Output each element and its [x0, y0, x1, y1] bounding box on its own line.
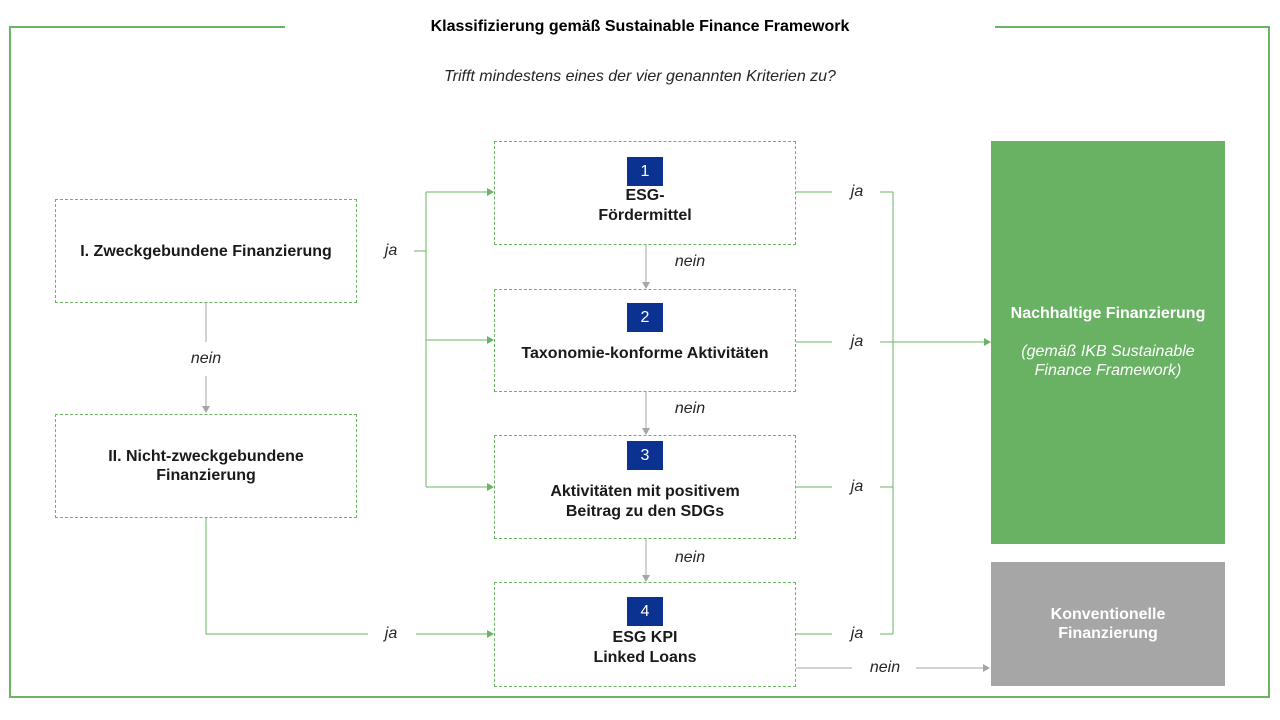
outcome-label: Konventionelle Finanzierung	[1051, 605, 1166, 643]
source-box-purpose-bound: I. Zweckgebundene Finanzierung	[55, 199, 357, 303]
edge-label-yes: ja	[850, 625, 864, 642]
arrowhead	[642, 575, 650, 582]
outcome-title: Nachhaltige Finanzierung	[1010, 305, 1206, 322]
edge-label-no: nein	[190, 350, 222, 367]
label-line: ESG-	[625, 187, 665, 204]
criterion-label: Aktivitäten mit positivem Beitrag zu den…	[495, 482, 795, 522]
edge-label-yes: ja	[850, 478, 864, 495]
arrowhead	[642, 282, 650, 289]
outer-frame	[9, 26, 1270, 698]
arrowhead	[202, 406, 210, 413]
label-line: Fördermittel	[598, 207, 692, 224]
label-line: Beitrag zu den SDGs	[565, 503, 725, 520]
edge-label-yes: ja	[384, 242, 398, 259]
arrowhead	[487, 483, 494, 491]
arrowhead	[983, 664, 990, 672]
source-box-non-purpose-bound: II. Nicht-zweckgebundene Finanzierung	[55, 414, 357, 518]
outcome-box-sustainable: Nachhaltige Finanzierung (gemäß IKB Sust…	[991, 141, 1225, 544]
label-line: Aktivitäten mit positivem	[550, 483, 740, 500]
criterion-box-1: 1 ESG- Fördermittel	[494, 141, 796, 245]
label-line: Finanzierung	[156, 467, 256, 484]
criterion-number-badge: 1	[627, 157, 663, 186]
source-label: I. Zweckgebundene Finanzierung	[80, 242, 332, 261]
edge-label-yes: ja	[850, 333, 864, 350]
label-line: Linked Loans	[593, 649, 697, 666]
edge-label-yes: ja	[850, 183, 864, 200]
arrowhead	[642, 428, 650, 435]
edge-label-no: nein	[869, 659, 901, 676]
criterion-number-badge: 2	[627, 303, 663, 332]
label-line: ESG KPI	[612, 629, 678, 646]
diagram-title: Klassifizierung gemäß Sustainable Financ…	[285, 17, 995, 37]
note-line: (gemäß IKB Sustainable	[1021, 343, 1195, 360]
criterion-box-4: 4 ESG KPI Linked Loans	[494, 582, 796, 687]
edge-label-yes: ja	[384, 625, 398, 642]
diagram-question: Trifft mindestens eines der vier genannt…	[444, 68, 836, 85]
edge-label-no: nein	[674, 253, 706, 270]
criterion-number-badge: 4	[627, 597, 663, 626]
connector-line	[205, 517, 368, 635]
edge-label-no: nein	[674, 549, 706, 566]
arrowhead	[487, 630, 494, 638]
arrowhead	[984, 338, 991, 346]
label-line: II. Nicht-zweckgebundene	[108, 448, 304, 465]
arrowhead	[487, 188, 494, 196]
label-line: I. Zweckgebundene Finanzierung	[80, 242, 332, 260]
criterion-box-3: 3 Aktivitäten mit positivem Beitrag zu d…	[494, 435, 796, 539]
label-line: Taxonomie-konforme Aktivitäten	[521, 345, 769, 362]
arrowhead	[487, 336, 494, 344]
note-line: Finance Framework)	[1034, 362, 1182, 379]
criterion-number-badge: 3	[627, 441, 663, 470]
criterion-label: ESG- Fördermittel	[495, 186, 795, 226]
edge-label-no: nein	[674, 400, 706, 417]
outcome-box-conventional: Konventionelle Finanzierung	[991, 562, 1225, 686]
label-line: Finanzierung	[1058, 625, 1158, 642]
outcome-note: (gemäß IKB Sustainable Finance Framework…	[991, 342, 1225, 380]
label-line: Konventionelle	[1050, 606, 1166, 623]
source-label: II. Nicht-zweckgebundene Finanzierung	[108, 447, 304, 485]
criterion-label: Taxonomie-konforme Aktivitäten	[495, 344, 795, 364]
criterion-box-2: 2 Taxonomie-konforme Aktivitäten	[494, 289, 796, 392]
criterion-label: ESG KPI Linked Loans	[495, 628, 795, 668]
